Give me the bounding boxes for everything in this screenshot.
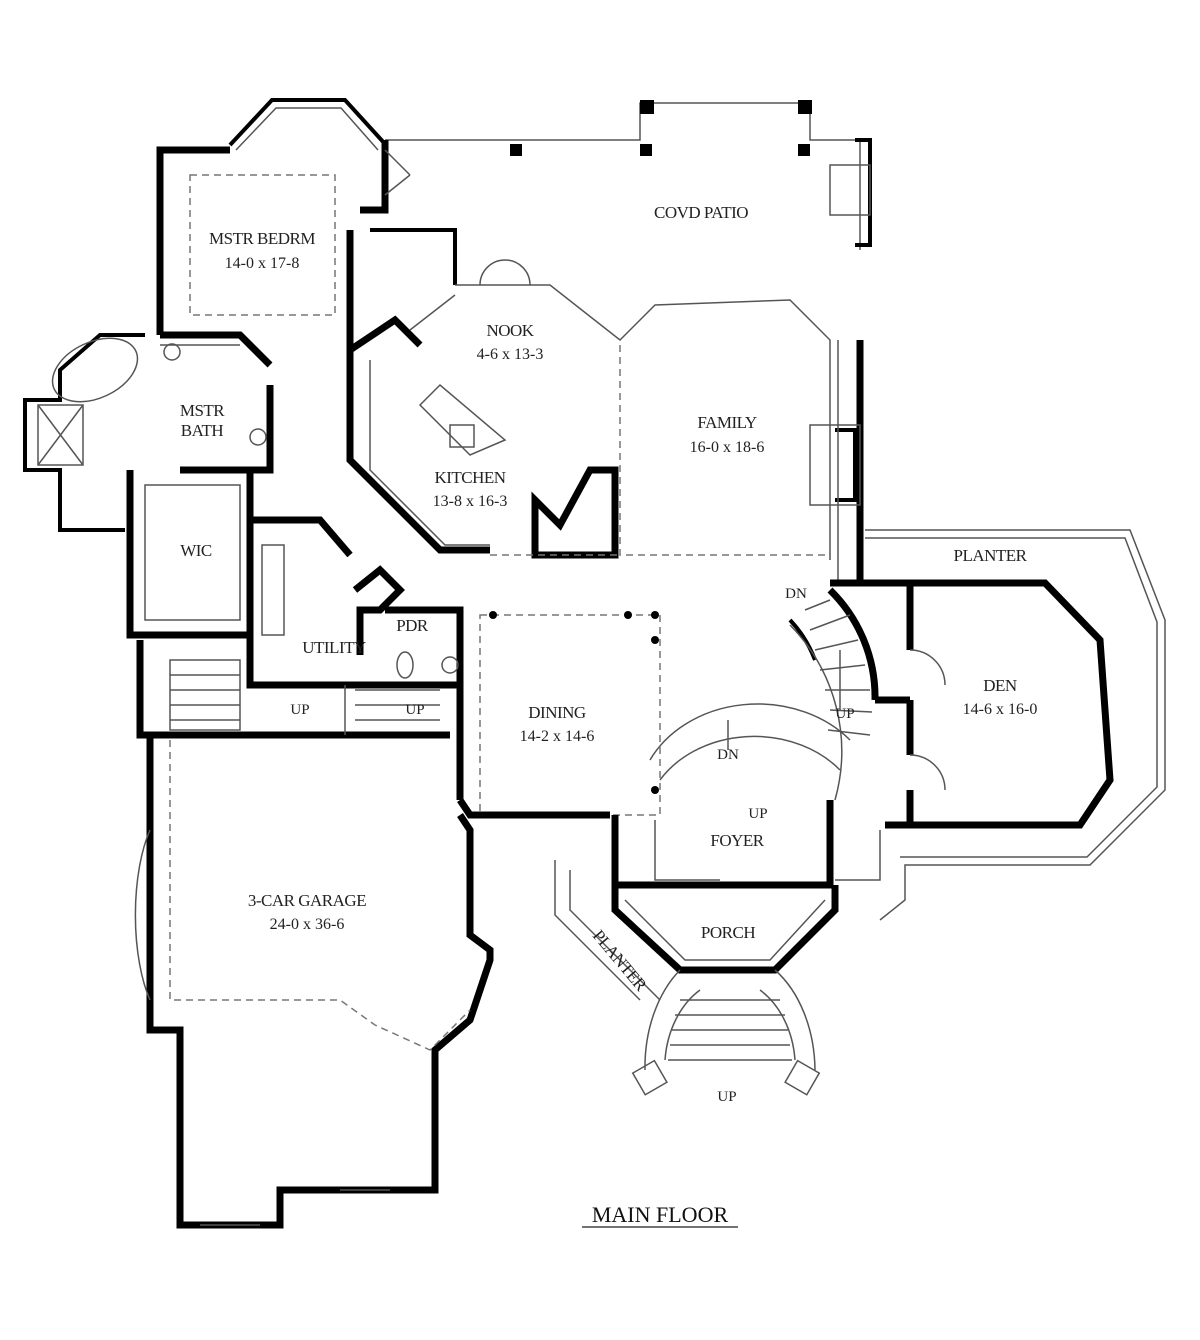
kitchen-label: KITCHEN bbox=[434, 468, 505, 487]
dining-size: 14-2 x 14-6 bbox=[520, 728, 595, 745]
master-bedroom-label: MSTR BEDRM bbox=[209, 229, 315, 248]
utility-up-label-2: UP bbox=[405, 702, 424, 718]
family-fireplace bbox=[809, 340, 864, 580]
lower-stair-dn-label: DN bbox=[717, 747, 739, 763]
garage-size: 24-0 x 36-6 bbox=[270, 916, 345, 933]
dining-label: DINING bbox=[528, 703, 586, 722]
garage-label: 3-CAR GARAGE bbox=[248, 891, 366, 910]
nook-label: NOOK bbox=[486, 321, 534, 340]
utility-pdr-walls bbox=[136, 470, 464, 800]
dining-walls bbox=[457, 611, 661, 819]
family-size: 16-0 x 18-6 bbox=[690, 439, 765, 456]
floor-title: MAIN FLOOR bbox=[592, 1202, 729, 1227]
den-walls bbox=[830, 529, 1166, 921]
kitchen-size: 13-8 x 16-3 bbox=[433, 493, 508, 510]
stair-up-label: UP bbox=[835, 706, 854, 722]
porch-up-label: UP bbox=[717, 1089, 736, 1105]
porch-label: PORCH bbox=[701, 923, 755, 942]
kitchen-nook-walls bbox=[346, 228, 831, 560]
master-bath-label-1: MSTR bbox=[180, 401, 225, 420]
stair-dn-label: DN bbox=[785, 586, 807, 602]
master-bath-label-2: BATH bbox=[181, 421, 224, 440]
master-bedroom-walls bbox=[156, 98, 411, 335]
patio-label: COVD PATIO bbox=[654, 203, 748, 222]
foyer-porch-walls bbox=[554, 800, 881, 1096]
den-label: DEN bbox=[983, 676, 1017, 695]
utility-label: UTILITY bbox=[302, 638, 366, 657]
foyer-stair-up-label: UP bbox=[748, 806, 767, 822]
family-label: FAMILY bbox=[697, 413, 756, 432]
foyer-label: FOYER bbox=[710, 831, 764, 850]
curved-staircase bbox=[649, 587, 879, 801]
utility-up-label-1: UP bbox=[290, 702, 309, 718]
covered-patio-outline bbox=[385, 100, 872, 250]
den-size: 14-6 x 16-0 bbox=[963, 701, 1038, 718]
wic-label: WIC bbox=[180, 541, 212, 560]
pdr-label: PDR bbox=[396, 616, 429, 635]
garage-walls bbox=[134, 735, 494, 1229]
planter-east-label: PLANTER bbox=[954, 546, 1028, 565]
master-bath-walls bbox=[23, 331, 274, 639]
nook-size: 4-6 x 13-3 bbox=[477, 346, 544, 363]
master-bedroom-size: 14-0 x 17-8 bbox=[225, 255, 300, 272]
